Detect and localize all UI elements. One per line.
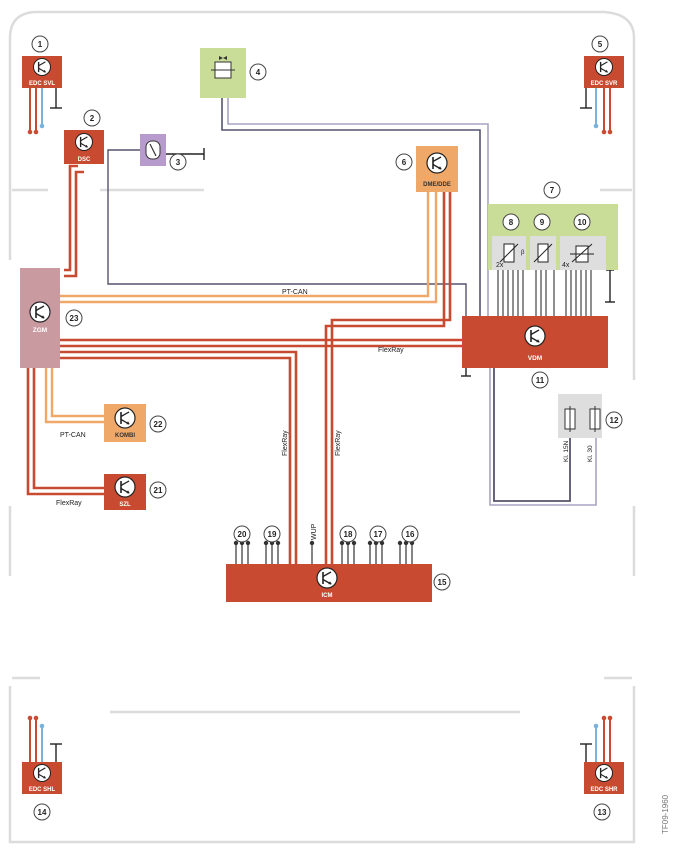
bus-labels: PT-CAN FlexRay PT-CAN FlexRay FlexRay Fl… <box>56 289 404 540</box>
edc-shl-label: EDC SHL <box>29 787 56 793</box>
zgm-label: ZGM <box>33 327 47 334</box>
callout-22: 22 <box>149 415 167 433</box>
svg-text:9: 9 <box>540 218 545 227</box>
kl30-label: Kl. 30 <box>587 445 594 462</box>
callout-8: 8 <box>502 213 520 231</box>
callout-16: 16 <box>401 525 419 543</box>
edc-svl-module: EDC SVL <box>22 56 62 88</box>
kombi-module: KOMBI <box>104 404 146 442</box>
sensor-9-symbol <box>533 243 553 263</box>
svg-text:3: 3 <box>176 158 181 167</box>
vdm-sensor-wires <box>497 270 592 318</box>
sensor-3 <box>140 134 166 166</box>
edc-shl-module: EDC SHL <box>22 762 62 794</box>
svg-text:11: 11 <box>536 376 545 385</box>
pt-can-left-label: PT-CAN <box>60 432 86 439</box>
edc-shr-label: EDC SHR <box>590 787 618 793</box>
icm-module: ICM <box>226 564 432 602</box>
callout-17: 17 <box>369 525 387 543</box>
chassis-outline <box>8 10 636 844</box>
svg-text:18: 18 <box>344 530 353 539</box>
svg-text:10: 10 <box>578 218 587 227</box>
zgm-module: ZGM <box>20 268 60 368</box>
svg-text:4: 4 <box>256 68 261 77</box>
callout-4: 4 <box>249 63 267 81</box>
svg-text:1: 1 <box>38 40 43 49</box>
callout-11: 11 <box>531 371 549 389</box>
svg-text:13: 13 <box>598 808 607 817</box>
sensor-8-symbol <box>499 243 519 263</box>
pt-can-top-label: PT-CAN <box>282 289 308 296</box>
wire-terminals <box>27 123 613 729</box>
dsc-label: DSC <box>78 157 91 163</box>
flexray-mid-label: FlexRay <box>378 347 404 354</box>
flexray-wires <box>26 164 466 566</box>
vdm-label: VDM <box>528 355 542 362</box>
dme-label: DME/DDE <box>423 182 451 188</box>
edc-wires <box>29 86 611 762</box>
svg-text:23: 23 <box>70 314 79 323</box>
szl-module: SZL <box>104 474 146 510</box>
callout-14: 14 <box>33 803 51 821</box>
callout-3: 3 <box>169 153 187 171</box>
svg-text:21: 21 <box>154 486 163 495</box>
sensor-8-beta: β <box>521 250 525 256</box>
sensor-4 <box>200 48 246 98</box>
edc-svr-label: EDC SVR <box>591 81 618 87</box>
sensor-8-multiplier: 2x <box>496 262 504 269</box>
flexray-v1-label: FlexRay <box>282 430 289 456</box>
callout-5: 5 <box>591 35 609 53</box>
callout-12: 12 <box>605 411 623 429</box>
callout-13: 13 <box>593 803 611 821</box>
svg-text:22: 22 <box>154 420 163 429</box>
vdm-module: VDM <box>462 316 608 368</box>
svg-text:8: 8 <box>509 218 514 227</box>
callout-1: 1 <box>31 35 49 53</box>
svg-text:2: 2 <box>90 114 95 123</box>
edc-svl-label: EDC SVL <box>29 81 55 87</box>
callout-18: 18 <box>339 525 357 543</box>
kl15n-label: Kl. 15N <box>563 440 570 462</box>
svg-text:6: 6 <box>402 158 407 167</box>
edc-svr-module: EDC SVR <box>584 56 624 88</box>
sensor-10-symbol <box>570 243 594 263</box>
callout-9: 9 <box>533 213 551 231</box>
callout-2: 2 <box>83 109 101 127</box>
dme-module: DME/DDE <box>416 146 458 192</box>
flexray-left-label: FlexRay <box>56 500 82 507</box>
szl-label: SZL <box>119 502 131 508</box>
icm-label: ICM <box>322 593 333 599</box>
kombi-label: KOMBI <box>115 433 135 439</box>
callouts: 1 2 3 4 5 6 7 8 9 10 11 12 13 14 15 16 1… <box>31 35 623 821</box>
svg-text:19: 19 <box>268 530 277 539</box>
edc-shr-module: EDC SHR <box>584 762 624 794</box>
svg-text:15: 15 <box>438 578 447 587</box>
callout-20: 20 <box>233 525 251 543</box>
relay-12: Kl. 15N Kl. 30 <box>558 394 602 462</box>
callout-19: 19 <box>263 525 281 543</box>
svg-text:20: 20 <box>238 530 247 539</box>
icm-pins <box>233 540 415 566</box>
vdm-sensor-group: β 2x 4x <box>488 204 618 270</box>
callout-6: 6 <box>395 153 413 171</box>
sensor-10-multiplier: 4x <box>562 262 570 269</box>
svg-text:14: 14 <box>38 808 47 817</box>
wup-label: WUP <box>311 523 318 540</box>
callout-23: 23 <box>65 309 83 327</box>
callout-21: 21 <box>149 481 167 499</box>
flexray-v2-label: FlexRay <box>335 430 342 456</box>
callout-10: 10 <box>573 213 591 231</box>
callout-7: 7 <box>543 181 561 199</box>
pt-can-wires <box>44 192 438 424</box>
svg-text:17: 17 <box>374 530 383 539</box>
figure-id: TF09-1960 <box>661 794 670 834</box>
svg-text:12: 12 <box>610 416 619 425</box>
svg-text:7: 7 <box>550 186 555 195</box>
callout-15: 15 <box>433 573 451 591</box>
svg-text:5: 5 <box>598 40 603 49</box>
dsc-module: DSC <box>64 130 104 164</box>
svg-text:16: 16 <box>406 530 415 539</box>
